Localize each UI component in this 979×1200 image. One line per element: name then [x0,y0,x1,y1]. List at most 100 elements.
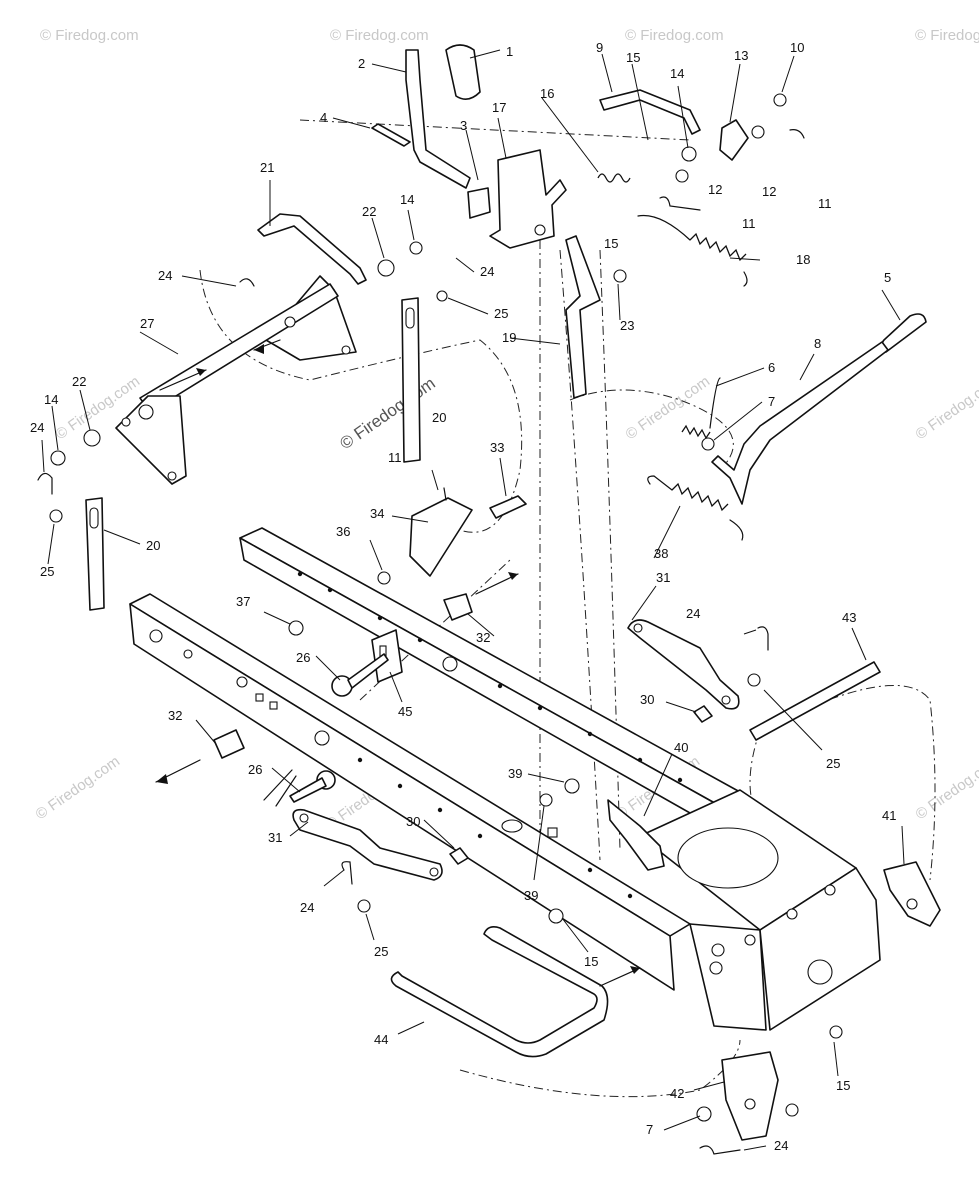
callout-label: 7 [646,1122,653,1137]
pivot-bracket [409,487,527,577]
callout-label: 15 [584,954,598,969]
callout-label: 19 [502,330,516,345]
hardware-right [341,626,843,1155]
callout-label: 30 [406,814,420,829]
slotted-plate [371,629,403,683]
callout-label: 2 [358,56,365,71]
handle-grip [445,44,481,100]
frame-front-rail [129,593,691,991]
callout-label: 15 [836,1078,850,1093]
hitch-bracket [721,1051,779,1141]
callout-label: 31 [268,830,282,845]
callout-label: 25 [826,756,840,771]
callout-label: 34 [370,506,384,521]
watermark-main: © Firedog.com [336,374,438,454]
callout-label: 27 [140,316,154,331]
callout-label: 15 [626,50,640,65]
watermark-text: © Firedog.com [40,27,139,44]
bushing-upper [377,571,473,621]
callout-label: 39 [508,766,522,781]
callout-label: 38 [654,546,668,561]
rear-bracket [883,861,941,927]
callout-label: 25 [374,944,388,959]
lift-lever [405,49,471,189]
callout-label: 20 [146,538,160,553]
washer [701,437,715,451]
callout-label: 26 [248,762,262,777]
lift-rod [257,213,367,285]
lift-shaft [115,275,357,485]
callout-label: 17 [492,100,506,115]
watermark-text: © Firedog.com [33,753,124,823]
callout-label: 4 [320,110,327,125]
pedal-pad [467,187,491,219]
callout-label: 21 [260,160,274,175]
tension-spring [637,214,748,287]
axle-shaft [749,661,881,741]
callout-label: 18 [796,252,810,267]
callout-label: 39 [524,888,538,903]
callout-label: 24 [30,420,44,435]
watermark-text: © Firedog.com [913,373,979,443]
callout-label: 25 [494,306,508,321]
lift-link-upper [401,297,421,463]
callout-label: 3 [460,118,467,133]
linkage-arm [565,235,601,399]
callout-label: 8 [814,336,821,351]
return-spring [681,377,721,440]
leader-lines [41,49,905,1151]
callout-label: 41 [882,808,896,823]
callout-label: 14 [44,392,58,407]
carriage-bolt-upper [331,653,389,697]
callout-label: 1 [506,44,513,59]
callout-label: 36 [336,524,350,539]
callout-label: 7 [768,394,775,409]
callout-label: 24 [774,1138,788,1153]
callout-label: 33 [490,440,504,455]
direction-arrows [155,339,641,987]
callout-label: 22 [72,374,86,389]
callout-label: 20 [432,410,446,425]
callout-label: 23 [620,318,634,333]
callout-label: 13 [734,48,748,63]
callout-label: 25 [40,564,54,579]
callout-label: 14 [670,66,684,81]
callout-label: 24 [300,900,314,915]
callout-label: 43 [842,610,856,625]
callout-label: 31 [656,570,670,585]
callout-label: 9 [596,40,603,55]
hardware-left [37,278,255,523]
watermark-text: © Firedog.com [913,753,979,823]
drag-link-lower [292,808,443,881]
frame-nuts [288,620,580,924]
watermark-text: © Firedog.com [625,27,724,44]
grease-fittings [449,705,713,865]
hardware-top-right [377,93,805,302]
callout-label: 11 [742,216,756,231]
callout-label: 24 [158,268,172,283]
center-bracket [607,799,665,871]
callout-label: 16 [540,86,554,101]
small-spring [597,173,631,183]
callout-label: 6 [768,360,775,375]
shift-lever [711,313,927,505]
callout-label: 32 [168,708,182,723]
mounting-bracket [489,149,567,249]
callout-label: 42 [670,1086,684,1101]
callout-label: 44 [374,1032,388,1047]
callout-label: 37 [236,594,250,609]
callout-label: 30 [640,692,654,707]
callout-label: 24 [686,606,700,621]
watermark-text: © Firedog.com [915,27,979,44]
callout-label: 32 [476,630,490,645]
bushing-left [213,729,245,759]
link-plate [719,119,749,161]
callout-label: 45 [398,704,412,719]
callout-label: 40 [674,740,688,755]
long-spring [647,475,744,541]
tow-handle [390,926,609,1058]
callout-label: 11 [388,450,402,465]
callout-label: 11 [818,196,832,211]
callout-label: 14 [400,192,414,207]
